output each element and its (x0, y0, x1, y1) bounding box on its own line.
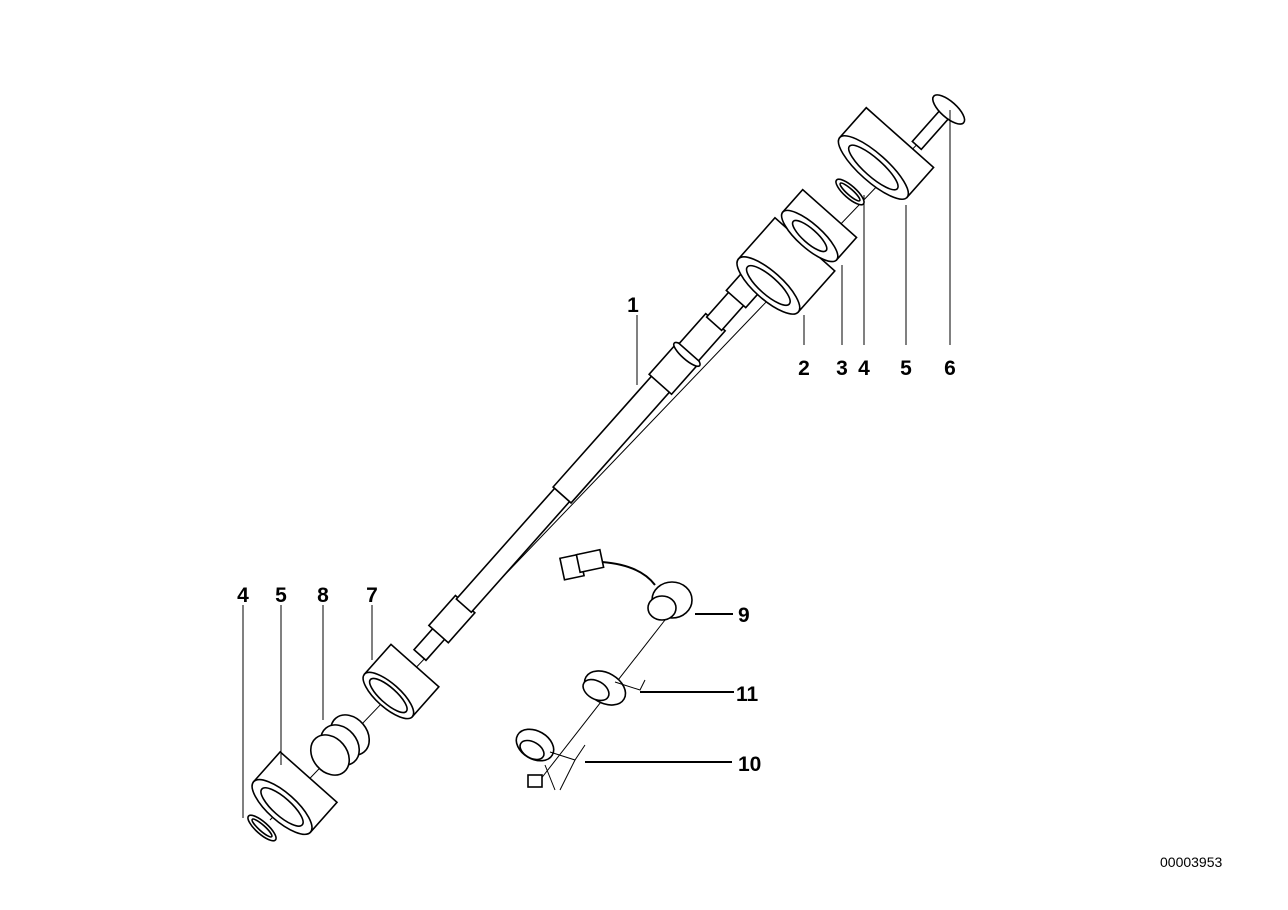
bushing (362, 643, 440, 720)
washer-top (835, 178, 865, 206)
callout-1: 1 (627, 294, 639, 317)
spring (309, 714, 371, 776)
bearing-bottom (251, 750, 339, 836)
callout-5-bottom: 5 (275, 584, 287, 607)
callout-4-bottom: 4 (237, 584, 249, 607)
bearing-top (837, 106, 935, 200)
callout-7: 7 (366, 584, 378, 607)
callout-4-top: 4 (858, 357, 870, 380)
assembly-axis-line (269, 109, 951, 821)
callout-6: 6 (944, 357, 956, 380)
bolt (911, 94, 966, 151)
callout-8: 8 (317, 584, 329, 607)
steering-shaft (412, 270, 764, 662)
ring (582, 670, 646, 706)
document-number: 00003953 (1160, 854, 1223, 870)
callout-10: 10 (738, 753, 761, 776)
callout-2: 2 (798, 357, 810, 380)
callout-9: 9 (738, 604, 750, 627)
bearing-ring (780, 188, 858, 263)
callout-5-top: 5 (900, 357, 912, 380)
callout-11: 11 (736, 683, 759, 706)
callout-3: 3 (836, 357, 848, 380)
bearing-housing (736, 216, 836, 315)
angle-sensor (558, 548, 693, 621)
bracket (515, 728, 586, 791)
washer-bottom (247, 814, 277, 842)
